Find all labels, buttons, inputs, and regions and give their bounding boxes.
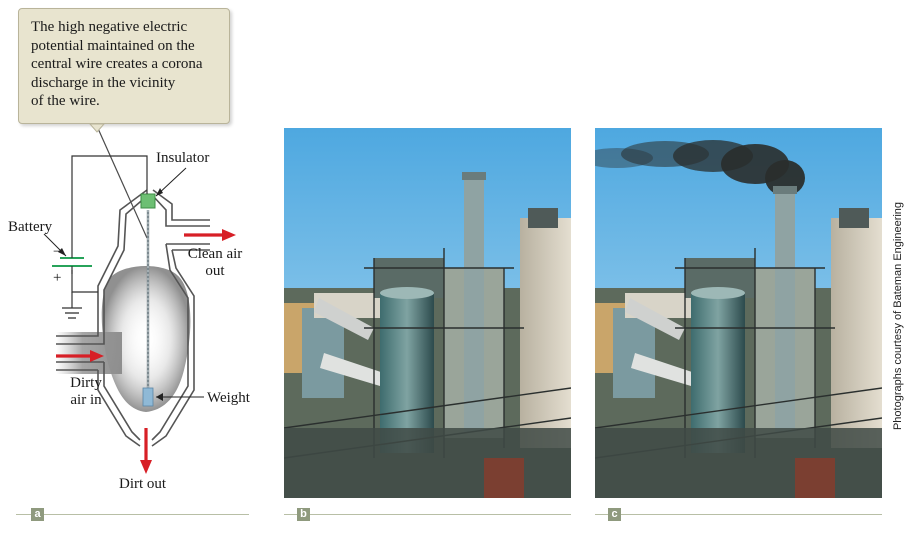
panel-rule-b [284, 514, 297, 515]
precipitator-body [56, 189, 210, 447]
photo-smoking-stack [595, 128, 882, 498]
callout-line: potential maintained on the [31, 37, 195, 54]
clean-air-line-1: Clean air [187, 246, 243, 262]
plant-photo-b [284, 128, 571, 498]
panel-tag-c: c [608, 508, 621, 521]
plant-photo-c [595, 128, 882, 498]
clean-air-line-2: out [205, 263, 225, 279]
photo-clean-stack [284, 128, 571, 498]
panel-rule-c [621, 514, 882, 515]
insulator-block [140, 193, 156, 209]
ground-icon [62, 307, 82, 319]
dirty-air-line-2: air in [70, 392, 102, 408]
battery-icon [52, 250, 92, 274]
weight-block [142, 387, 154, 407]
panel-rule-a [16, 514, 31, 515]
insulator-label: Insulator [156, 150, 210, 166]
callout-line: central wire creates a corona [31, 56, 203, 72]
callout-pointer [95, 123, 148, 239]
battery-label: Battery [8, 219, 53, 235]
panel-rule-a [44, 514, 249, 515]
minus-sign: − [53, 244, 62, 260]
panel-rule-c [595, 514, 608, 515]
flow-arrows [56, 229, 236, 474]
callout-line: of the wire. [31, 93, 100, 109]
panel-rule-b [310, 514, 571, 515]
weight-label: Weight [207, 390, 250, 406]
dirty-air-line-1: Dirty [70, 375, 102, 391]
panel-tag-a: a [31, 508, 44, 521]
panel-tag-b: b [297, 508, 310, 521]
plus-sign: + [53, 270, 62, 286]
circuit-wires [71, 155, 148, 308]
smoke-plume [595, 140, 805, 196]
dirty-air-smoke [56, 266, 191, 412]
callout-box: The high negative electric potential mai… [18, 8, 230, 124]
callout-line: discharge in the vicinity [31, 74, 176, 91]
dirt-out-label: Dirt out [119, 476, 167, 492]
dirty-air-label: Dirty air in [62, 375, 110, 409]
photo-credit: Photographs courtesy of Bateman Engineer… [892, 201, 904, 431]
callout-line: The high negative electric [31, 19, 188, 35]
clean-air-label: Clean air out [180, 246, 250, 280]
